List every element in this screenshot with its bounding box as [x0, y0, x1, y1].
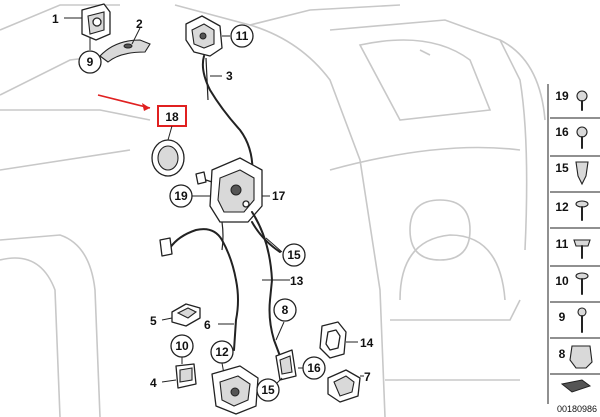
- callout-16: 16: [307, 361, 321, 375]
- callout-12: 12: [215, 345, 229, 359]
- label-6: 6: [204, 318, 211, 332]
- part-4-striker: [175, 363, 197, 389]
- callout-11: 11: [236, 29, 249, 43]
- label-5: 5: [150, 314, 157, 328]
- door-lock-assembly: [195, 157, 263, 223]
- label-2: 2: [136, 17, 143, 31]
- svg-text:15: 15: [555, 161, 569, 175]
- svg-text:16: 16: [555, 125, 569, 139]
- label-18: 18: [165, 110, 179, 124]
- callout-circle-16: [302, 356, 326, 380]
- svg-text:8: 8: [559, 347, 566, 361]
- label-4: 4: [150, 376, 157, 390]
- part-18-cover: [151, 139, 185, 177]
- svg-text:10: 10: [555, 274, 569, 288]
- callout-circle-15-lower: [256, 378, 280, 402]
- part-1-bracket: [81, 3, 111, 41]
- callout-circle-15-upper: [282, 243, 306, 267]
- callout-circle-8: [273, 298, 297, 322]
- label-17: 17: [272, 189, 286, 203]
- lower-lock-assembly: [211, 365, 259, 415]
- label-1: 1: [52, 12, 59, 26]
- document-number: 00180986: [557, 404, 597, 414]
- svg-text:12: 12: [555, 200, 569, 214]
- callout-10: 10: [175, 339, 189, 353]
- callout-19: 19: [174, 189, 188, 203]
- part-2-handle: [99, 39, 151, 63]
- legend-row-16: 16: [550, 125, 600, 157]
- legend-row-9: 9: [550, 307, 600, 339]
- label-3: 3: [226, 69, 233, 83]
- part-14-seal: [319, 321, 347, 359]
- label-13: 13: [290, 274, 304, 288]
- part-5-plate: [171, 303, 201, 327]
- callout-circle-11: [230, 24, 254, 48]
- legend-row-12: 12: [550, 200, 600, 229]
- svg-text:9: 9: [559, 310, 566, 324]
- legend-mark-icon: [560, 379, 592, 393]
- callout-circle-9-top: [78, 50, 102, 74]
- callout-circle-19: [169, 184, 193, 208]
- fastener-legend: 19 16 15 12 11 10 9: [550, 89, 600, 393]
- legend-row-10: 10: [550, 272, 600, 303]
- legend-row-15: 15: [550, 161, 600, 193]
- svg-text:11: 11: [556, 237, 569, 251]
- part-11-latch: [185, 15, 223, 57]
- car-body-outline: [0, 4, 546, 417]
- callout-15-lower: 15: [261, 383, 275, 397]
- svg-text:19: 19: [555, 89, 569, 103]
- part-7-bracket: [327, 369, 361, 403]
- legend-row-11: 11: [550, 237, 600, 267]
- legend-row-19: 19: [550, 89, 600, 119]
- callout-8: 8: [282, 303, 289, 317]
- callout-15-upper: 15: [287, 248, 301, 262]
- label-7: 7: [364, 370, 371, 384]
- label-14: 14: [360, 336, 374, 350]
- part-16-clip: [275, 349, 297, 381]
- legend-row-8: 8: [550, 345, 600, 375]
- callout-9-top: 9: [87, 55, 94, 69]
